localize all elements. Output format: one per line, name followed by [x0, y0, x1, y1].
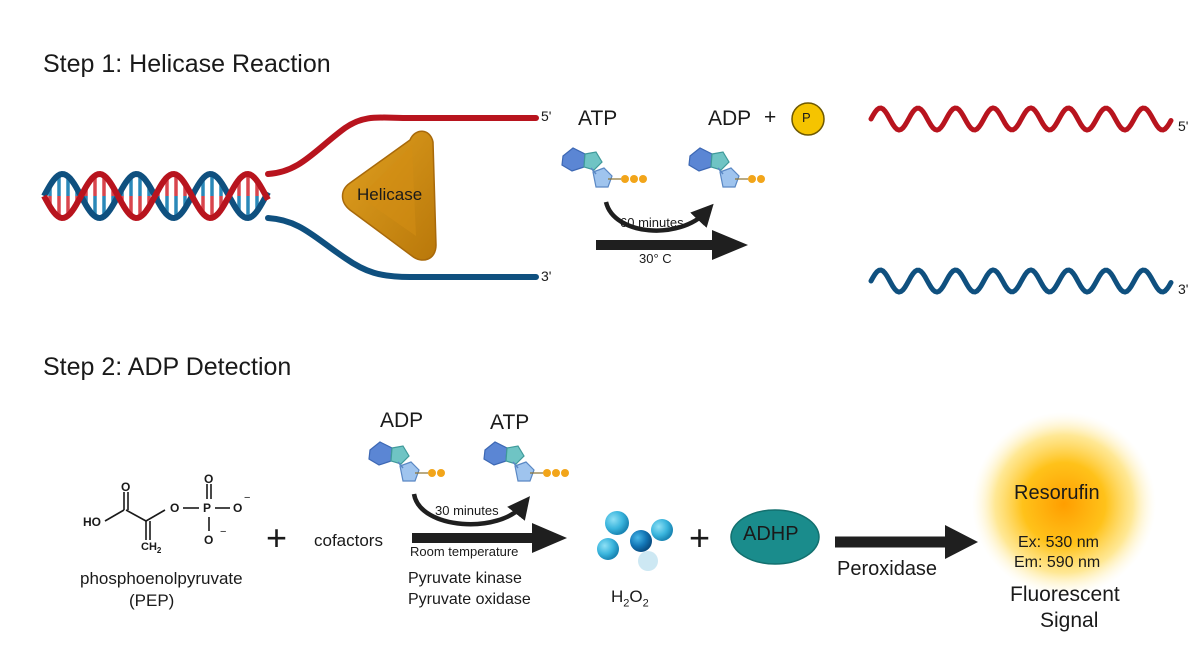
- pep-o-top: O: [204, 472, 214, 486]
- adp-label: ADP: [708, 107, 752, 130]
- curved-arrow-step2: [411, 493, 531, 527]
- enzyme-pyruvate-oxidase: Pyruvate oxidase: [408, 591, 531, 608]
- resorufin-label: Resorufin: [1014, 482, 1100, 504]
- pep-o-carbonyl: O: [121, 480, 131, 494]
- plus-sign-2: +: [689, 517, 711, 558]
- strand-5-prime-label: 5': [541, 108, 552, 124]
- step2-title: Step 2: ADP Detection: [43, 353, 292, 381]
- helicase-label: Helicase: [357, 185, 423, 204]
- phosphate-icon: [791, 102, 825, 136]
- cofactors-label: cofactors: [314, 531, 383, 550]
- atp-label: ATP: [578, 107, 618, 130]
- peroxidase-label: Peroxidase: [837, 558, 938, 580]
- step2-temperature: Room temperature: [410, 544, 519, 559]
- signal-label-line1: Fluorescent: [1010, 583, 1120, 606]
- pep-o-bottom: O: [204, 533, 214, 547]
- dna-bottom-strand: [265, 215, 539, 280]
- signal-label-line2: Signal: [1040, 609, 1099, 632]
- pep-minus-bottom: −: [220, 526, 227, 538]
- plus-sign-1: +: [266, 517, 288, 558]
- strand-3-prime-label: 3': [541, 268, 552, 284]
- curved-arrow-step1: [603, 201, 714, 233]
- phosphate-label: P: [802, 110, 811, 125]
- product-3-prime-label: 3': [1178, 281, 1189, 297]
- pep-o-bridge: O: [170, 501, 180, 515]
- single-strand-red: [868, 105, 1174, 133]
- pep-structure-icon: [104, 484, 230, 540]
- single-strand-blue: [868, 267, 1174, 295]
- pep-ch2: CH2: [141, 541, 162, 556]
- adhp-reagent-icon: [730, 509, 820, 565]
- step1-time: 60 minutes: [620, 215, 684, 230]
- atp-molecule-icon-2: [483, 441, 569, 482]
- pep-ho: HO: [83, 515, 101, 529]
- product-5-prime-label: 5': [1178, 118, 1189, 134]
- excitation-label: Ex: 530 nm: [1018, 534, 1099, 551]
- adhp-label: ADHP: [743, 523, 799, 545]
- step2-time: 30 minutes: [435, 503, 499, 518]
- pep-name: phosphoenolpyruvate: [80, 569, 243, 588]
- h2o2-label: H2O2: [611, 587, 649, 610]
- dna-top-strand: [265, 114, 539, 177]
- pep-minus-right: −: [244, 492, 251, 504]
- helix-red-backbone: [41, 170, 271, 222]
- pep-o-right: O: [233, 501, 243, 515]
- h2o2-molecule-icon: [597, 511, 673, 571]
- adp-molecule-icon-2: [368, 441, 445, 482]
- emission-label: Em: 590 nm: [1014, 554, 1101, 571]
- enzyme-pyruvate-kinase: Pyruvate kinase: [408, 570, 522, 587]
- plus-sign: +: [764, 106, 777, 129]
- dna-double-helix: [41, 170, 271, 222]
- step1-title: Step 1: Helicase Reaction: [43, 50, 331, 78]
- pep-p: P: [203, 501, 212, 515]
- adp-molecule-icon: [688, 147, 765, 188]
- atp-molecule-icon: [561, 147, 647, 188]
- pep-abbreviation: (PEP): [129, 591, 175, 610]
- atp-label-2: ATP: [490, 411, 530, 434]
- fluorescence-glow-icon: [972, 412, 1156, 596]
- adp-label-2: ADP: [380, 409, 424, 432]
- step1-temperature: 30° C: [639, 251, 672, 266]
